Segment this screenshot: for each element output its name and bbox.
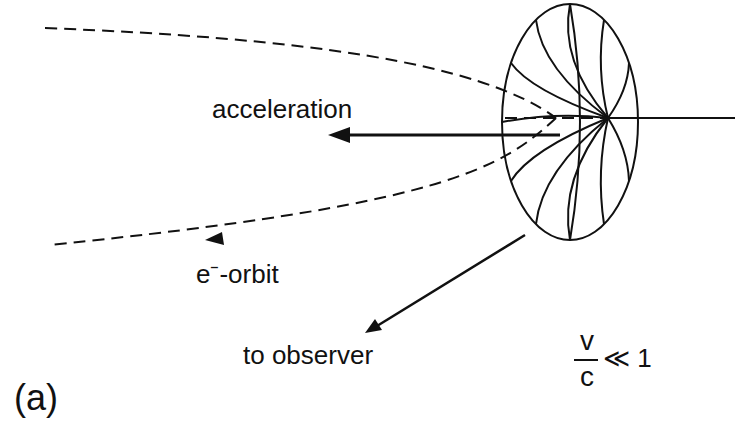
acceleration-arrow bbox=[346, 134, 560, 137]
electron-orbit bbox=[45, 28, 608, 245]
acceleration-label: acceleration bbox=[212, 95, 352, 124]
orbit-label: e⁻-orbit bbox=[196, 260, 279, 289]
ratio-condition: ≪ 1 bbox=[603, 344, 652, 373]
observer-arrowhead bbox=[365, 319, 382, 333]
panel-letter: (a) bbox=[14, 378, 58, 418]
orbit-arrowhead bbox=[205, 232, 224, 245]
fraction-numerator: v bbox=[580, 326, 594, 357]
fraction-bar bbox=[574, 359, 598, 361]
observer-arrow bbox=[377, 235, 525, 326]
fraction-denominator: c bbox=[580, 362, 594, 393]
dipole-torus bbox=[502, 4, 638, 240]
observer-label: to observer bbox=[243, 341, 373, 370]
axis-line bbox=[608, 117, 735, 119]
acceleration-arrowhead bbox=[328, 127, 350, 143]
